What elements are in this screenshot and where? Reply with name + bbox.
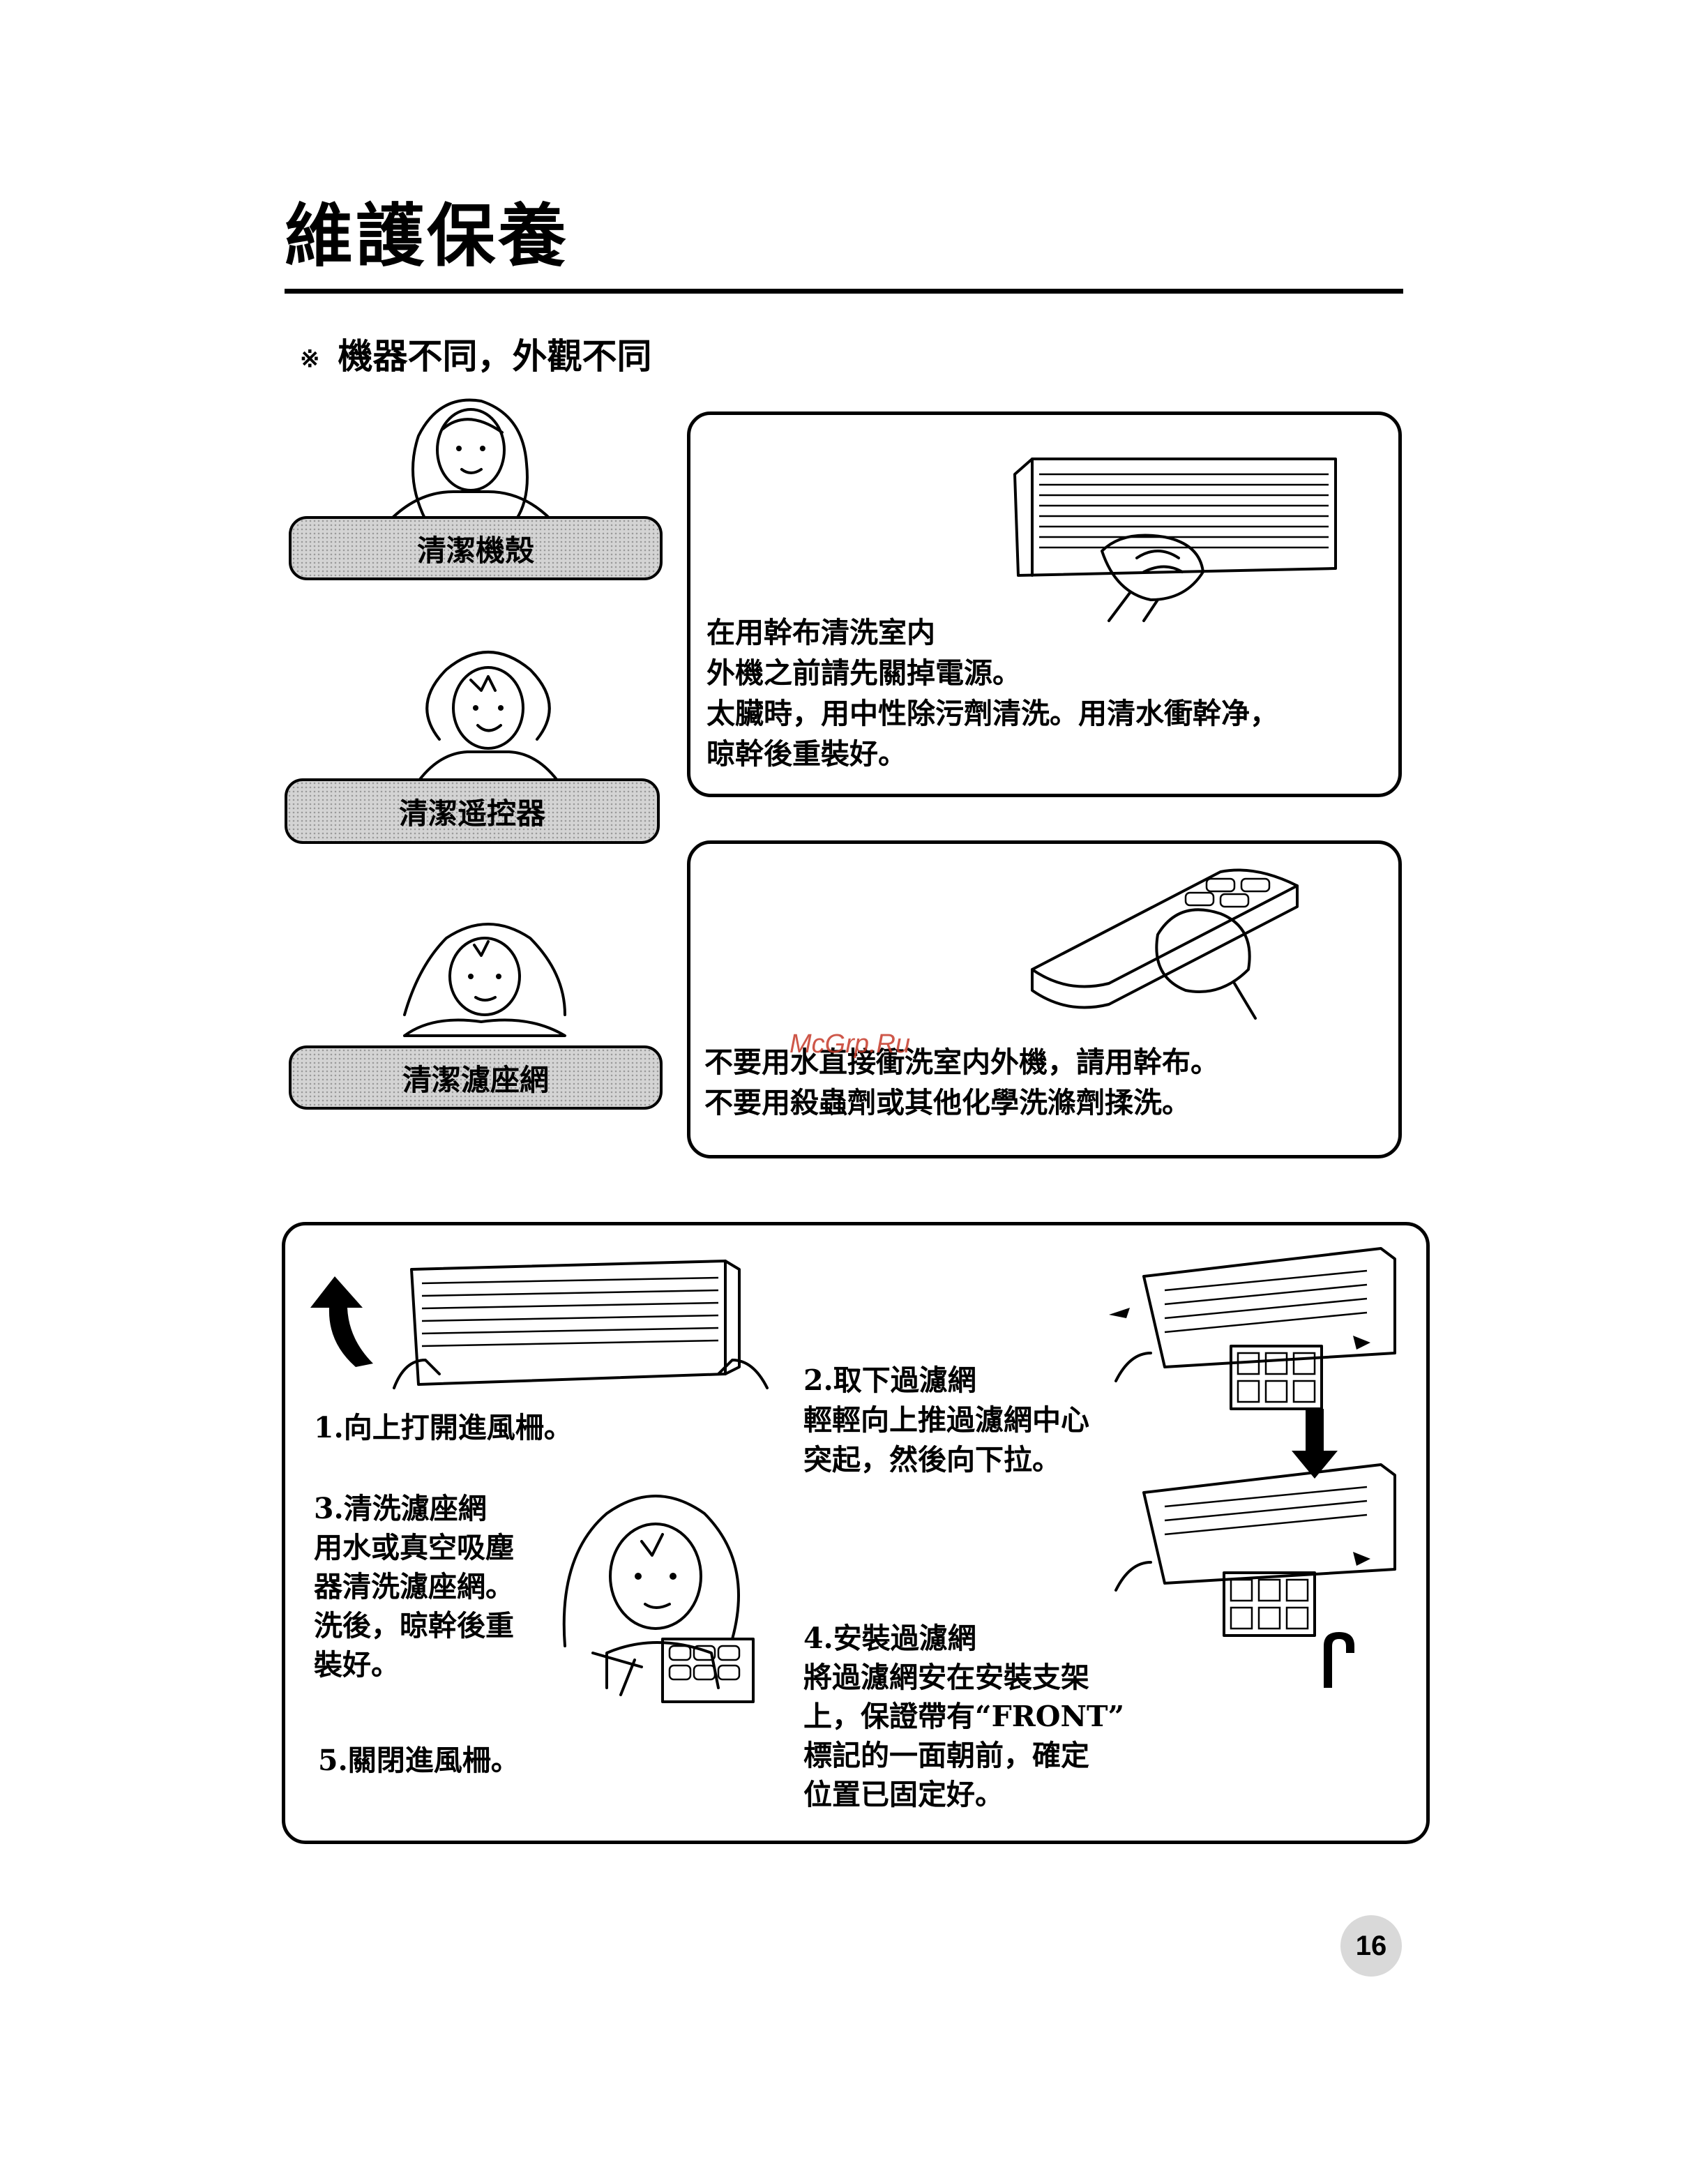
girl-illustration-icon	[391, 910, 579, 1046]
indoor-unit-icon	[391, 1255, 767, 1388]
page-number: 16	[1340, 1915, 1402, 1977]
girl-illustration-icon	[398, 642, 579, 781]
arrow-up-icon	[307, 1276, 377, 1367]
appearance-note-text: 機器不同，外觀不同	[338, 335, 652, 377]
title-divider	[285, 289, 1403, 294]
girl-illustration-icon	[551, 1486, 767, 1695]
casing-line-3: 太臟時，用中性除污劑清洗。用清水衝幹净，	[706, 693, 1278, 734]
step4-line-4: 標記的一面朝前，確定	[803, 1735, 1089, 1776]
remote-line-2: 不要用殺蟲劑或其他化學洗滌劑揉洗。	[704, 1082, 1191, 1123]
step3-line-4: 洗後，晾幹後重	[314, 1606, 514, 1646]
filter-icon	[1227, 1343, 1325, 1412]
clean-remote-label: 清潔遥控器	[285, 778, 660, 844]
filter-icon	[1220, 1569, 1318, 1639]
step4-line-3: 上，保證帶有“FRONT”	[803, 1696, 1124, 1737]
step5-text: 5.關閉進風柵。	[318, 1740, 520, 1781]
step2-line-1: 2.取下過濾網	[803, 1360, 976, 1400]
step2-line-3: 突起，然後向下拉。	[803, 1440, 1061, 1480]
step4-line-5: 位置已固定好。	[803, 1774, 1004, 1815]
clean-casing-label: 清潔機殼	[289, 516, 663, 580]
page-title: 維護保養	[285, 202, 569, 271]
step3-line-3: 器清洗濾座網。	[314, 1566, 514, 1607]
step1-text: 1.向上打開進風柵。	[314, 1407, 573, 1448]
remote-control-icon	[1025, 858, 1304, 1018]
step3-line-1: 3.清洗濾座網	[314, 1488, 487, 1529]
watermark: McGrp.Ru	[789, 1029, 910, 1059]
casing-line-1: 在用幹布清洗室内	[706, 612, 935, 653]
appearance-note: ※機器不同，外觀不同	[300, 339, 652, 374]
step3-line-5: 裝好。	[314, 1645, 400, 1685]
remote-line-1: 不要用水直接衝洗室内外機，請用幹布。	[704, 1042, 1219, 1082]
casing-line-2: 外機之前請先關掉電源。	[706, 653, 1021, 693]
step3-line-2: 用水或真空吸塵	[314, 1527, 514, 1568]
step4-line-2: 將過濾網安在安裝支架	[803, 1657, 1089, 1698]
arrow-up-icon	[1318, 1632, 1360, 1688]
cleaning-hand-icon	[1095, 516, 1214, 621]
step2-line-2: 輕輕向上推過濾網中心	[803, 1400, 1089, 1440]
girl-illustration-icon	[377, 387, 558, 520]
casing-line-4: 晾幹後重裝好。	[706, 734, 907, 774]
clean-filter-label: 清潔濾座網	[289, 1045, 663, 1110]
reference-mark: ※	[300, 345, 320, 373]
step4-line-1: 4.安裝過濾網	[803, 1618, 976, 1659]
